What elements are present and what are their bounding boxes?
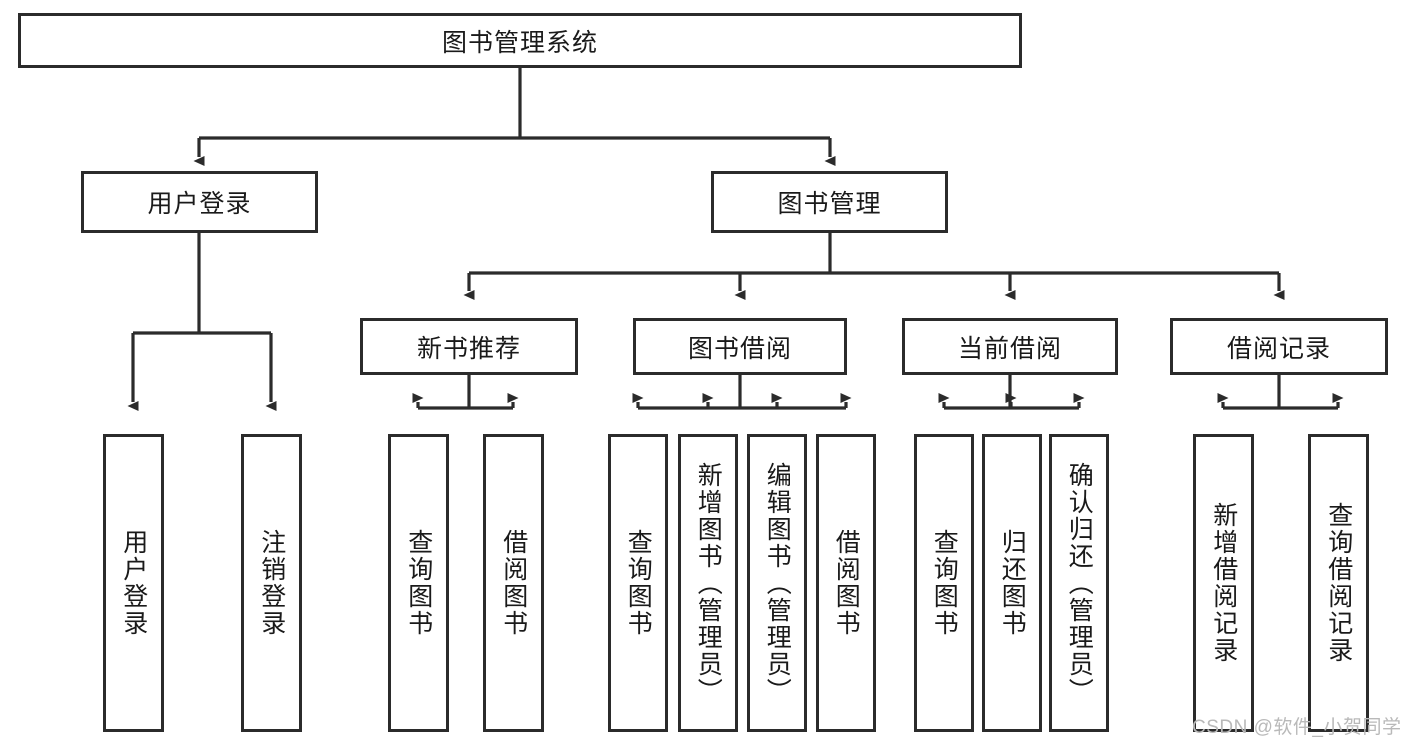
watermark-text: CSDN @软件_小贺同学: [1192, 717, 1402, 738]
node-borrow-record[interactable]: 借阅记录: [1170, 318, 1388, 375]
node-leaf-query-book-1[interactable]: 查询图书: [388, 434, 449, 732]
node-leaf-borrow-book-1[interactable]: 借阅图书: [483, 434, 544, 732]
node-leaf-return-book[interactable]: 归还图书: [982, 434, 1042, 732]
node-root[interactable]: 图书管理系统: [18, 13, 1022, 68]
node-current-borrow[interactable]: 当前借阅: [902, 318, 1118, 375]
node-leaf-add-book[interactable]: 新增图书（管理员）: [678, 434, 738, 732]
node-leaf-add-record[interactable]: 新增借阅记录: [1193, 434, 1254, 732]
node-leaf-query-record[interactable]: 查询借阅记录: [1308, 434, 1369, 732]
node-new-book-rec[interactable]: 新书推荐: [360, 318, 578, 375]
node-leaf-borrow-book-2[interactable]: 借阅图书: [816, 434, 876, 732]
node-leaf-query-book-2[interactable]: 查询图书: [608, 434, 668, 732]
node-leaf-edit-book[interactable]: 编辑图书（管理员）: [747, 434, 807, 732]
node-book-borrow[interactable]: 图书借阅: [633, 318, 847, 375]
node-leaf-user-logout[interactable]: 注销登录: [241, 434, 302, 732]
node-leaf-confirm-return[interactable]: 确认归还（管理员）: [1049, 434, 1109, 732]
node-leaf-query-book-3[interactable]: 查询图书: [914, 434, 974, 732]
node-user-login[interactable]: 用户登录: [81, 171, 318, 233]
node-book-manage[interactable]: 图书管理: [711, 171, 948, 233]
node-leaf-user-login[interactable]: 用户登录: [103, 434, 164, 732]
